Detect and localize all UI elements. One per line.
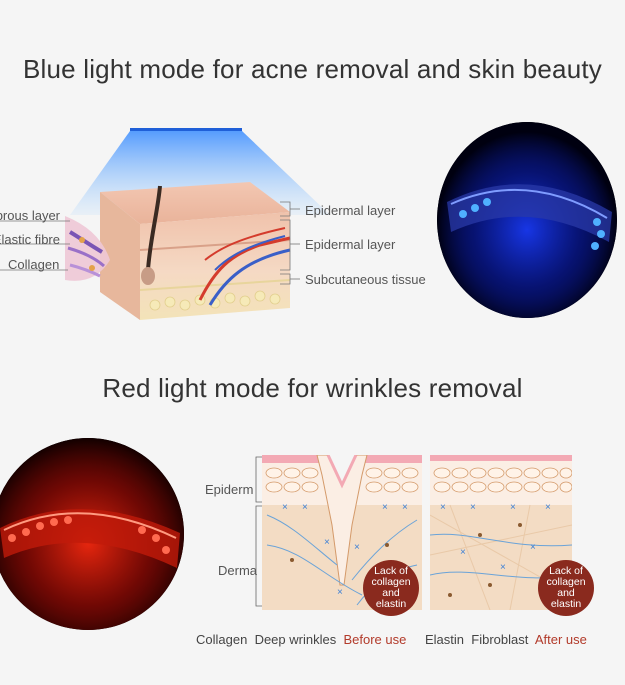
label-elastic-fibre: Elastic fibre — [0, 232, 60, 247]
svg-text:×: × — [510, 502, 516, 513]
svg-text:×: × — [545, 502, 551, 513]
label-fibrous-layer: Fibrous layer — [0, 208, 60, 223]
svg-text:×: × — [382, 502, 388, 513]
svg-text:×: × — [530, 542, 536, 553]
label-epidermal-layer-1: Epidermal layer — [305, 203, 396, 218]
caption-fibroblast: Fibroblast — [471, 632, 529, 647]
svg-text:×: × — [440, 502, 446, 513]
caption-before-use: Before use — [343, 632, 407, 647]
blue-light-device-photo — [437, 122, 617, 318]
label-epidermal-layer-2: Epidermal layer — [305, 237, 396, 252]
svg-text:×: × — [324, 537, 330, 548]
svg-text:×: × — [282, 502, 288, 513]
label-collagen: Collagen — [8, 257, 60, 272]
svg-text:×: × — [460, 547, 466, 558]
label-epiderm: Epiderm — [205, 482, 254, 497]
layer-bracket — [255, 456, 262, 607]
svg-text:×: × — [402, 502, 408, 513]
red-mode-heading: Red light mode for wrinkles removal — [102, 373, 523, 403]
label-subcutaneous-tissue: Subcutaneous tissue — [305, 272, 426, 287]
svg-text:×: × — [354, 542, 360, 553]
label-derma: Derma — [218, 563, 258, 578]
svg-text:×: × — [470, 502, 476, 513]
caption-after-use: After use — [534, 632, 587, 647]
caption-after: Elastin Fibroblast After use — [425, 632, 587, 647]
blue-mode-heading: Blue light mode for acne removal and ski… — [22, 54, 603, 84]
caption-collagen: Collagen — [196, 632, 248, 647]
caption-elastin: Elastin — [425, 632, 465, 647]
red-light-device-photo — [0, 438, 184, 630]
svg-text:×: × — [337, 587, 343, 598]
caption-before: Collagen Deep wrinkles Before use — [196, 632, 406, 647]
svg-text:×: × — [500, 562, 506, 573]
skin-cross-section-illustration — [0, 128, 330, 320]
caption-deep-wrinkles: Deep wrinkles — [254, 632, 337, 647]
svg-text:×: × — [302, 502, 308, 513]
